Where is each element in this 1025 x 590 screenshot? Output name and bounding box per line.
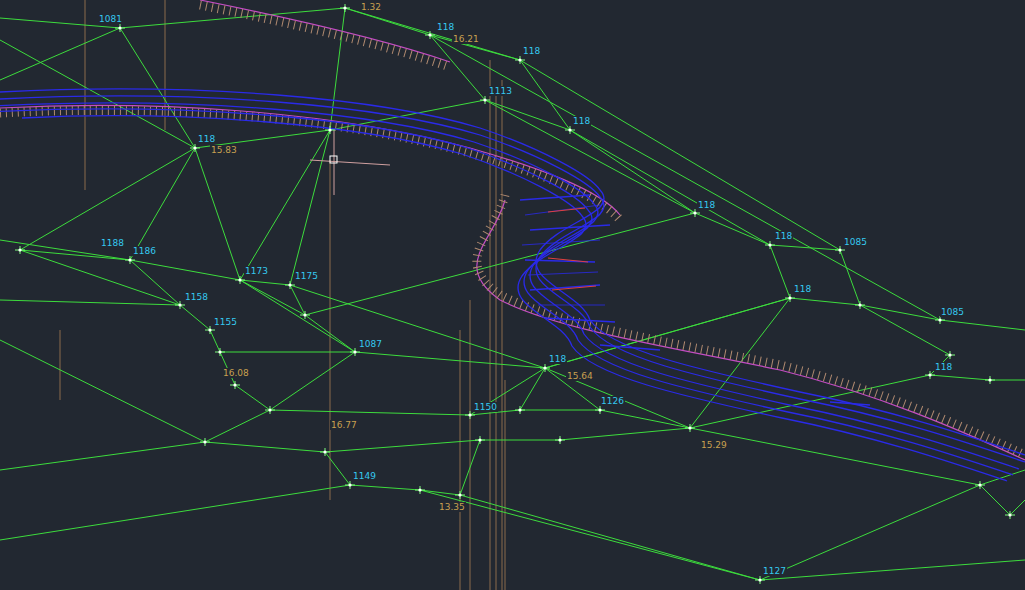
point-label: 118: [793, 284, 812, 294]
point-label: 118: [697, 200, 716, 210]
point-label: 118: [522, 46, 541, 56]
point-label: 118: [436, 22, 455, 32]
point-label: 1127: [762, 566, 787, 576]
point-label: 1158: [184, 292, 209, 302]
point-label: 1085: [940, 307, 965, 317]
point-label: 1150: [473, 402, 498, 412]
point-label: 1085: [843, 237, 868, 247]
top-of-bank: [0, 0, 1025, 460]
point-label: 1.32: [360, 2, 382, 12]
road-corridor: [0, 89, 1025, 481]
point-label: 1173: [244, 266, 269, 276]
point-label: 16.77: [330, 420, 358, 430]
point-label: 118: [197, 134, 216, 144]
point-label: 1113: [488, 86, 513, 96]
point-label: 1149: [352, 471, 377, 481]
point-label: 1126: [600, 396, 625, 406]
point-label: 1081: [98, 14, 123, 24]
point-label: 13.35: [438, 502, 466, 512]
point-label: 16.21: [452, 34, 480, 44]
tin-edges: [0, 8, 1025, 580]
point-label: 15.64: [566, 371, 594, 381]
cursor-crosshair: [310, 130, 390, 195]
survey-points: [15, 4, 1015, 584]
point-label: 1087: [358, 339, 383, 349]
point-label: 1188: [100, 238, 125, 248]
point-label: 1186: [132, 246, 157, 256]
point-label: 1175: [294, 271, 319, 281]
point-label: 118: [572, 116, 591, 126]
point-label: 15.29: [700, 440, 728, 450]
point-label: 15.83: [210, 145, 238, 155]
slope-hatch: [0, 5, 1025, 455]
point-label: 1155: [213, 317, 238, 327]
point-label: 16.08: [222, 368, 250, 378]
point-label: 118: [774, 231, 793, 241]
point-label: 118: [548, 354, 567, 364]
point-label: 118: [934, 362, 953, 372]
road-centerline-ticks: [548, 208, 596, 290]
